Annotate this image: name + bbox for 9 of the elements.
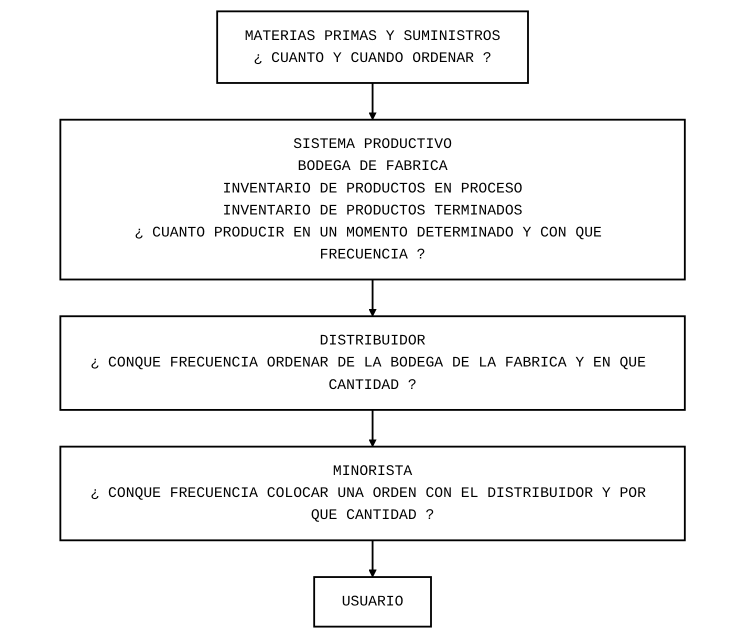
node-box: DISTRIBUIDOR ¿ CONQUE FRECUENCIA ORDENAR DE LA BODEGA DE LA FABRICA Y EN QUE CANTIDAD ?: [60, 314, 686, 410]
arrow: [368, 279, 378, 316]
node-box: MINORISTA ¿ CONQUE FRECUENCIA COLOCAR UNA ORDEN CON EL DISTRIBUIDOR Y POR QUE CANTIDAD ?: [60, 445, 686, 541]
arrow: [368, 82, 378, 120]
node-box: USUARIO: [314, 576, 432, 628]
arrow: [368, 540, 378, 577]
node-box: SISTEMA PRODUCTIVO BODEGA DE FABRICA INVENTARIO DE PRODUCTOS EN PROCESO INVENTARIO DE PRODUCTOS TERMINADOS ¿ CUANTO PRODUCIR EN UN MOMENTO DETERMINADO Y CON QUE FRECUENCIA ?: [60, 118, 686, 280]
arrow: [368, 409, 378, 446]
node-box: MATERIAS PRIMAS Y SUMINISTROS ¿ CUANTO Y CUANDO ORDENAR ?: [216, 10, 530, 84]
